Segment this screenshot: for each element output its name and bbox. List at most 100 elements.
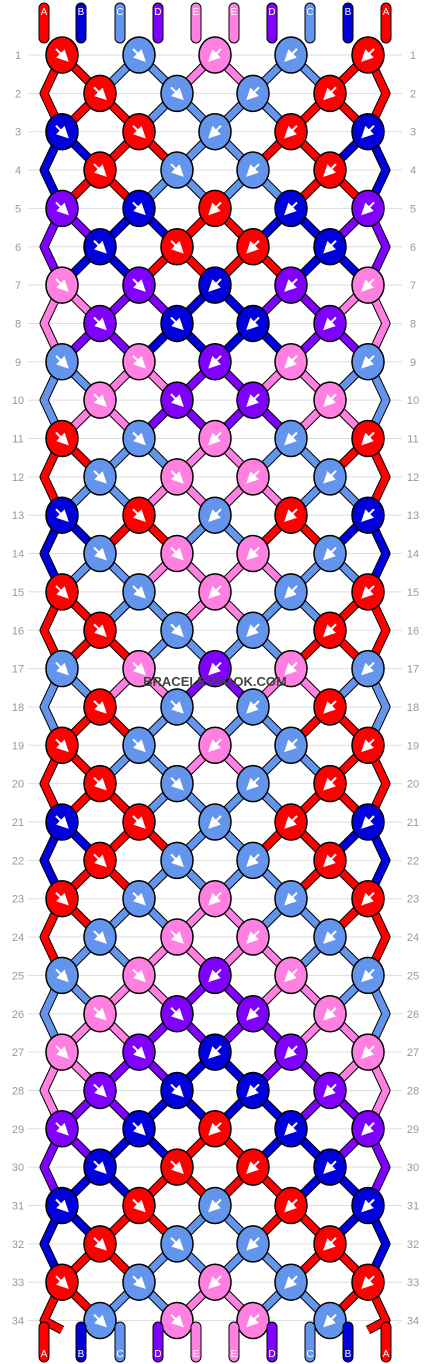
row-number-right: 22 <box>407 855 419 867</box>
knot <box>198 1110 232 1148</box>
arrow-down-left-icon <box>284 1122 298 1136</box>
row-number-left: 5 <box>15 203 21 215</box>
row-number-right: 7 <box>410 280 416 292</box>
bottom-strand-c <box>114 1321 126 1363</box>
arrow-down-right-icon <box>55 431 69 446</box>
knot <box>122 112 156 151</box>
arrow-down-left-icon <box>208 968 222 983</box>
arrow-down-left-icon <box>284 585 298 599</box>
knot <box>160 764 194 803</box>
knot <box>45 1033 79 1071</box>
knot <box>83 764 117 803</box>
arrow-down-left-icon <box>361 124 375 139</box>
top-strand-label: D <box>268 7 275 18</box>
knot <box>313 611 347 649</box>
knot <box>83 228 117 266</box>
top-strand-b <box>75 2 87 44</box>
top-strand-label: A <box>41 7 48 18</box>
row-number-right: 19 <box>407 740 419 752</box>
knot <box>122 726 156 765</box>
knot <box>198 112 232 151</box>
knot <box>236 534 270 573</box>
row-number-left: 14 <box>12 549 24 561</box>
arrow-down-left-icon <box>246 1313 260 1328</box>
arrow-down-right-icon <box>93 700 107 714</box>
arrow-down-right-icon <box>55 201 69 216</box>
knot <box>122 879 156 918</box>
arrow-down-left-icon <box>323 776 337 791</box>
row-number-right: 18 <box>407 702 419 714</box>
knot <box>122 1110 156 1148</box>
top-strand-b <box>342 2 354 44</box>
arrow-down-right-icon <box>132 661 146 676</box>
bottom-strand-c <box>304 1321 316 1363</box>
row-number-left: 10 <box>12 395 24 407</box>
knot <box>236 688 270 726</box>
knot <box>83 1071 117 1110</box>
knot <box>160 458 194 496</box>
knot <box>236 74 270 113</box>
arrow-down-left-icon <box>284 124 298 139</box>
arrow-down-left-icon <box>246 546 260 561</box>
knot <box>45 1263 79 1301</box>
knot <box>274 36 308 74</box>
row-number-right: 17 <box>407 664 419 676</box>
arrow-down-left-icon <box>284 738 298 753</box>
arrow-down-left-icon <box>361 1198 375 1213</box>
arrow-down-left-icon <box>208 1198 222 1213</box>
arrow-down-right-icon <box>170 623 184 638</box>
knot <box>160 841 194 880</box>
knot <box>83 1225 117 1263</box>
bottom-strand-label: D <box>154 1349 161 1360</box>
knot <box>198 266 232 304</box>
knot <box>351 496 385 534</box>
row-number-left: 28 <box>12 1085 24 1097</box>
arrow-down-left-icon <box>246 316 260 331</box>
knot <box>274 189 308 228</box>
arrow-down-left-icon <box>208 1275 222 1290</box>
top-strand-e <box>228 2 240 44</box>
knot <box>313 1071 347 1110</box>
arrow-down-right-icon <box>132 1275 146 1290</box>
row-number-left: 6 <box>15 242 21 254</box>
arrow-down-right-icon <box>93 1083 107 1098</box>
knot <box>122 343 156 381</box>
knot <box>122 573 156 611</box>
knot <box>45 803 79 841</box>
top-strand-a <box>38 2 50 44</box>
knot <box>274 726 308 765</box>
knot <box>198 36 232 74</box>
arrow-down-left-icon <box>284 1198 298 1213</box>
knot <box>274 956 308 995</box>
arrow-down-left-icon <box>323 393 337 407</box>
arrow-down-right-icon <box>55 1275 69 1290</box>
arrow-down-left-icon <box>246 1007 260 1021</box>
arrow-down-left-icon <box>208 124 222 139</box>
row-number-right: 26 <box>407 1009 419 1021</box>
row-number-left: 12 <box>12 472 24 484</box>
knot <box>351 726 385 765</box>
arrow-down-right-icon <box>55 968 69 983</box>
row-number-right: 12 <box>407 472 419 484</box>
knot <box>351 266 385 304</box>
row-number-right: 28 <box>407 1085 419 1097</box>
row-number-right: 27 <box>407 1047 419 1059</box>
row-number-left: 1 <box>15 50 21 62</box>
arrow-down-right-icon <box>132 1198 146 1213</box>
arrow-down-left-icon <box>284 968 298 983</box>
knot <box>198 419 232 458</box>
arrow-down-left-icon <box>361 48 375 62</box>
arrow-down-left-icon <box>246 393 260 407</box>
knot <box>198 573 232 611</box>
knot <box>313 918 347 956</box>
row-number-right: 14 <box>407 549 419 561</box>
arrow-down-left-icon <box>323 1007 337 1021</box>
knot <box>160 381 194 419</box>
arrow-down-left-icon <box>323 240 337 254</box>
knot <box>274 803 308 841</box>
knot <box>236 151 270 189</box>
row-number-right: 31 <box>407 1201 419 1213</box>
knot <box>274 879 308 918</box>
knot <box>83 534 117 573</box>
